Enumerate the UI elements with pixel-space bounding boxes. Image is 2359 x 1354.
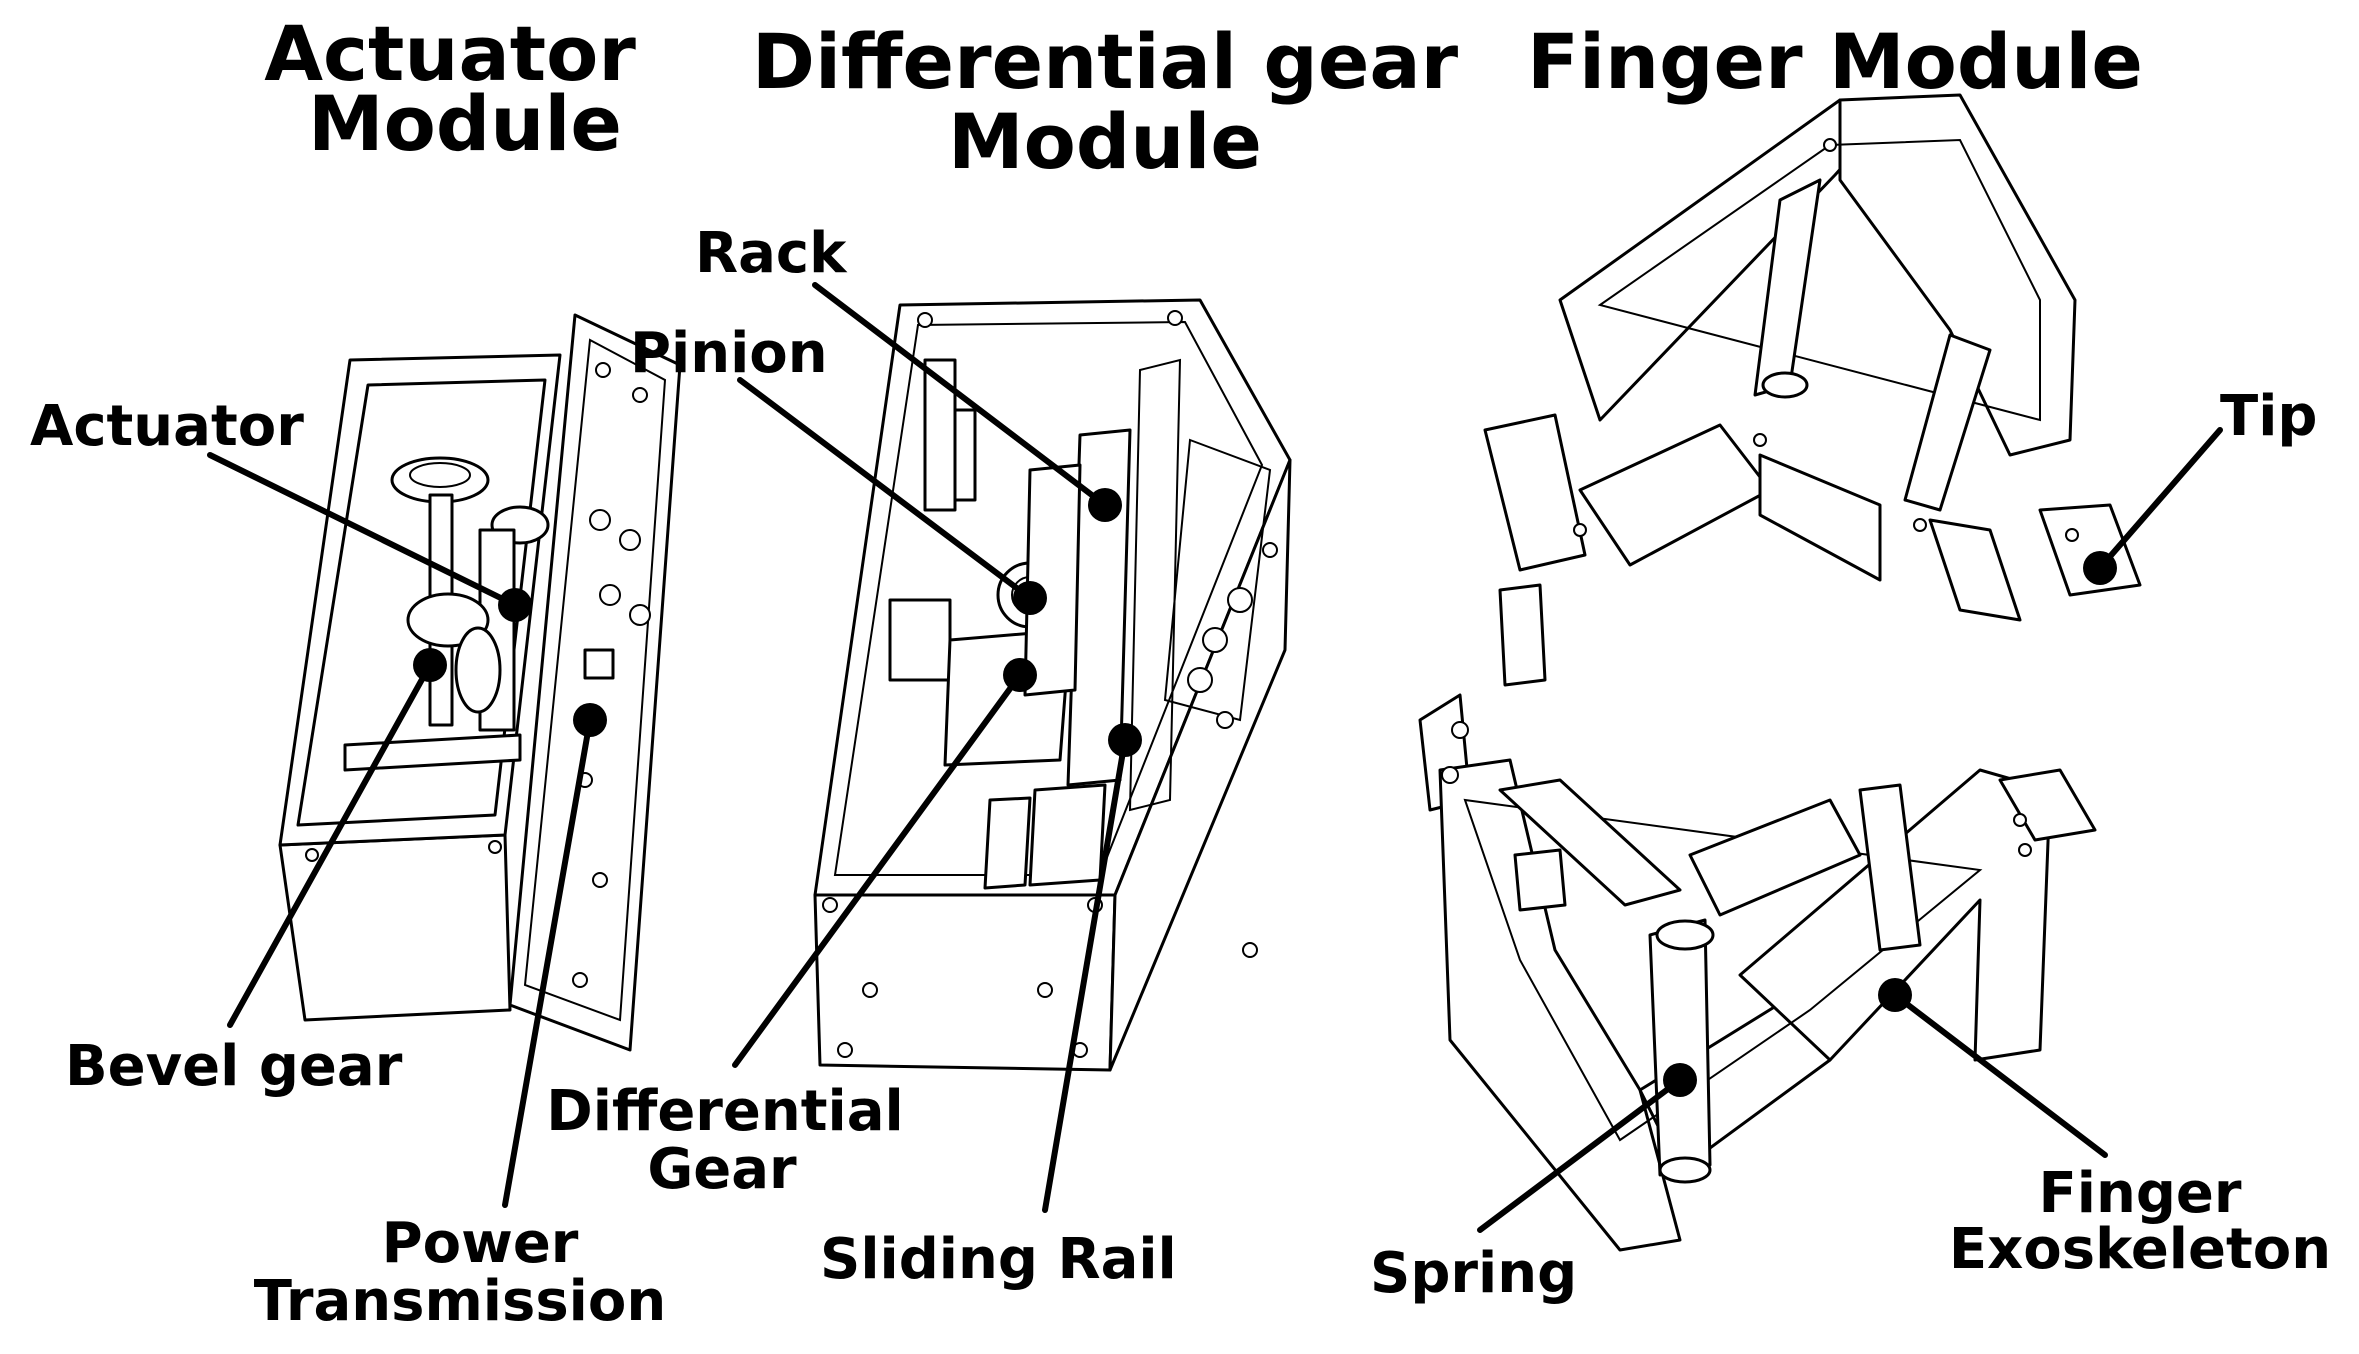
- marker-rack: [1088, 488, 1122, 522]
- marker-finger-exoskeleton: [1878, 978, 1912, 1012]
- label-rack: Rack: [695, 221, 848, 286]
- marker-tip: [2083, 551, 2117, 585]
- leader-differential-gear: [732, 658, 1037, 1068]
- marker-pinion: [1013, 581, 1047, 615]
- label-finger-exoskeleton-line1: Finger: [2039, 1161, 2242, 1226]
- label-differential-gear-line1: Differential: [546, 1079, 903, 1144]
- spring-body: [1648, 918, 1712, 1177]
- differential-module-drawing: [813, 298, 1292, 1072]
- label-power-transmission-line2: Transmission: [254, 1269, 666, 1334]
- marker-sliding-rail: [1108, 723, 1142, 757]
- leader-rack: [812, 282, 1122, 522]
- leader-bevel-gear: [227, 648, 447, 1028]
- marker-spring: [1663, 1063, 1697, 1097]
- actuator-module-title-line1: Actuator: [264, 9, 636, 98]
- differential-module-title-line1: Differential gear: [752, 17, 1459, 106]
- differential-module-title-line2: Module: [948, 97, 1262, 186]
- label-tip: Tip: [2220, 384, 2317, 449]
- label-spring: Spring: [1370, 1241, 1577, 1306]
- finger-module-title: Finger Module: [1527, 17, 2143, 106]
- leader-pinion: [737, 377, 1047, 615]
- marker-actuator: [498, 588, 532, 622]
- label-bevel-gear: Bevel gear: [65, 1034, 403, 1099]
- actuator-module-title-line2: Module: [308, 79, 622, 168]
- marker-differential-gear: [1003, 658, 1037, 692]
- label-pinion: Pinion: [630, 321, 828, 386]
- actuator-module-drawing: [278, 313, 682, 1052]
- leader-power-transmission: [502, 703, 607, 1208]
- finger-module-top-drawing: [1483, 93, 2142, 687]
- label-differential-gear-line2: Gear: [647, 1137, 797, 1202]
- label-actuator: Actuator: [30, 394, 304, 459]
- finger-module-bottom-drawing: [1418, 693, 2097, 1252]
- label-finger-exoskeleton-line2: Exoskeleton: [1949, 1217, 2331, 1282]
- label-power-transmission-line1: Power: [382, 1211, 579, 1276]
- leader-actuator: [207, 452, 532, 622]
- label-sliding-rail: Sliding Rail: [820, 1227, 1177, 1292]
- marker-power-transmission: [573, 703, 607, 737]
- marker-bevel-gear: [413, 648, 447, 682]
- leader-finger-exoskeleton: [1878, 978, 2108, 1158]
- leader-tip: [2083, 427, 2223, 585]
- leader-spring: [1477, 1063, 1697, 1233]
- leader-sliding-rail: [1042, 723, 1142, 1213]
